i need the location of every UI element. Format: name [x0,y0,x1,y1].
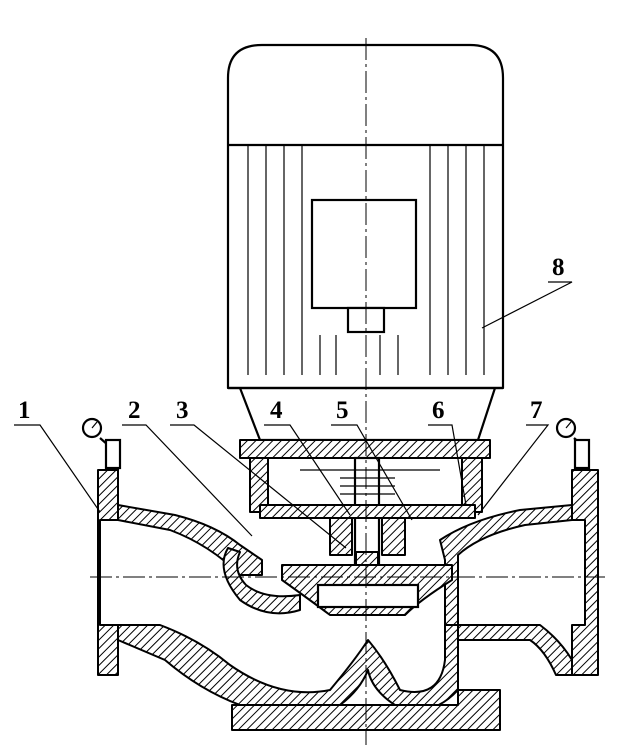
part-labels: 1 2 3 4 5 6 7 8 [18,254,565,424]
mounting-frame-right [461,457,483,513]
part-label-6: 6 [432,397,445,424]
leader-lines [14,281,573,549]
casing-right-lower [457,624,573,676]
motor-housing [226,43,505,390]
mechanical-seal-right [381,517,406,556]
seal-cover [259,504,476,519]
casing-upper-left [117,504,263,576]
mounting-frame-left [249,457,269,513]
part-label-3: 3 [176,397,189,424]
motor-flange [239,439,491,459]
terminal-box [310,198,418,310]
part-label-5: 5 [336,397,349,424]
part-label-4: 4 [270,397,283,424]
pump-casing [90,38,605,745]
inlet-flange [97,469,119,676]
part-label-7: 7 [530,397,543,424]
impeller-eye [316,583,420,609]
motor [226,43,505,459]
mechanical-seal-left [329,517,353,556]
outlet-flange [571,469,599,676]
volute-left [222,547,301,615]
pressure-gauge-right [555,417,591,470]
part-label-8: 8 [552,254,565,281]
seal-spring [340,477,395,495]
part-label-1: 1 [18,397,31,424]
part-label-2: 2 [128,397,141,424]
cooling-fins [247,145,485,375]
pressure-gauge-left [81,417,122,470]
inlet-channel-lower [117,624,459,714]
casing-right [439,504,573,626]
